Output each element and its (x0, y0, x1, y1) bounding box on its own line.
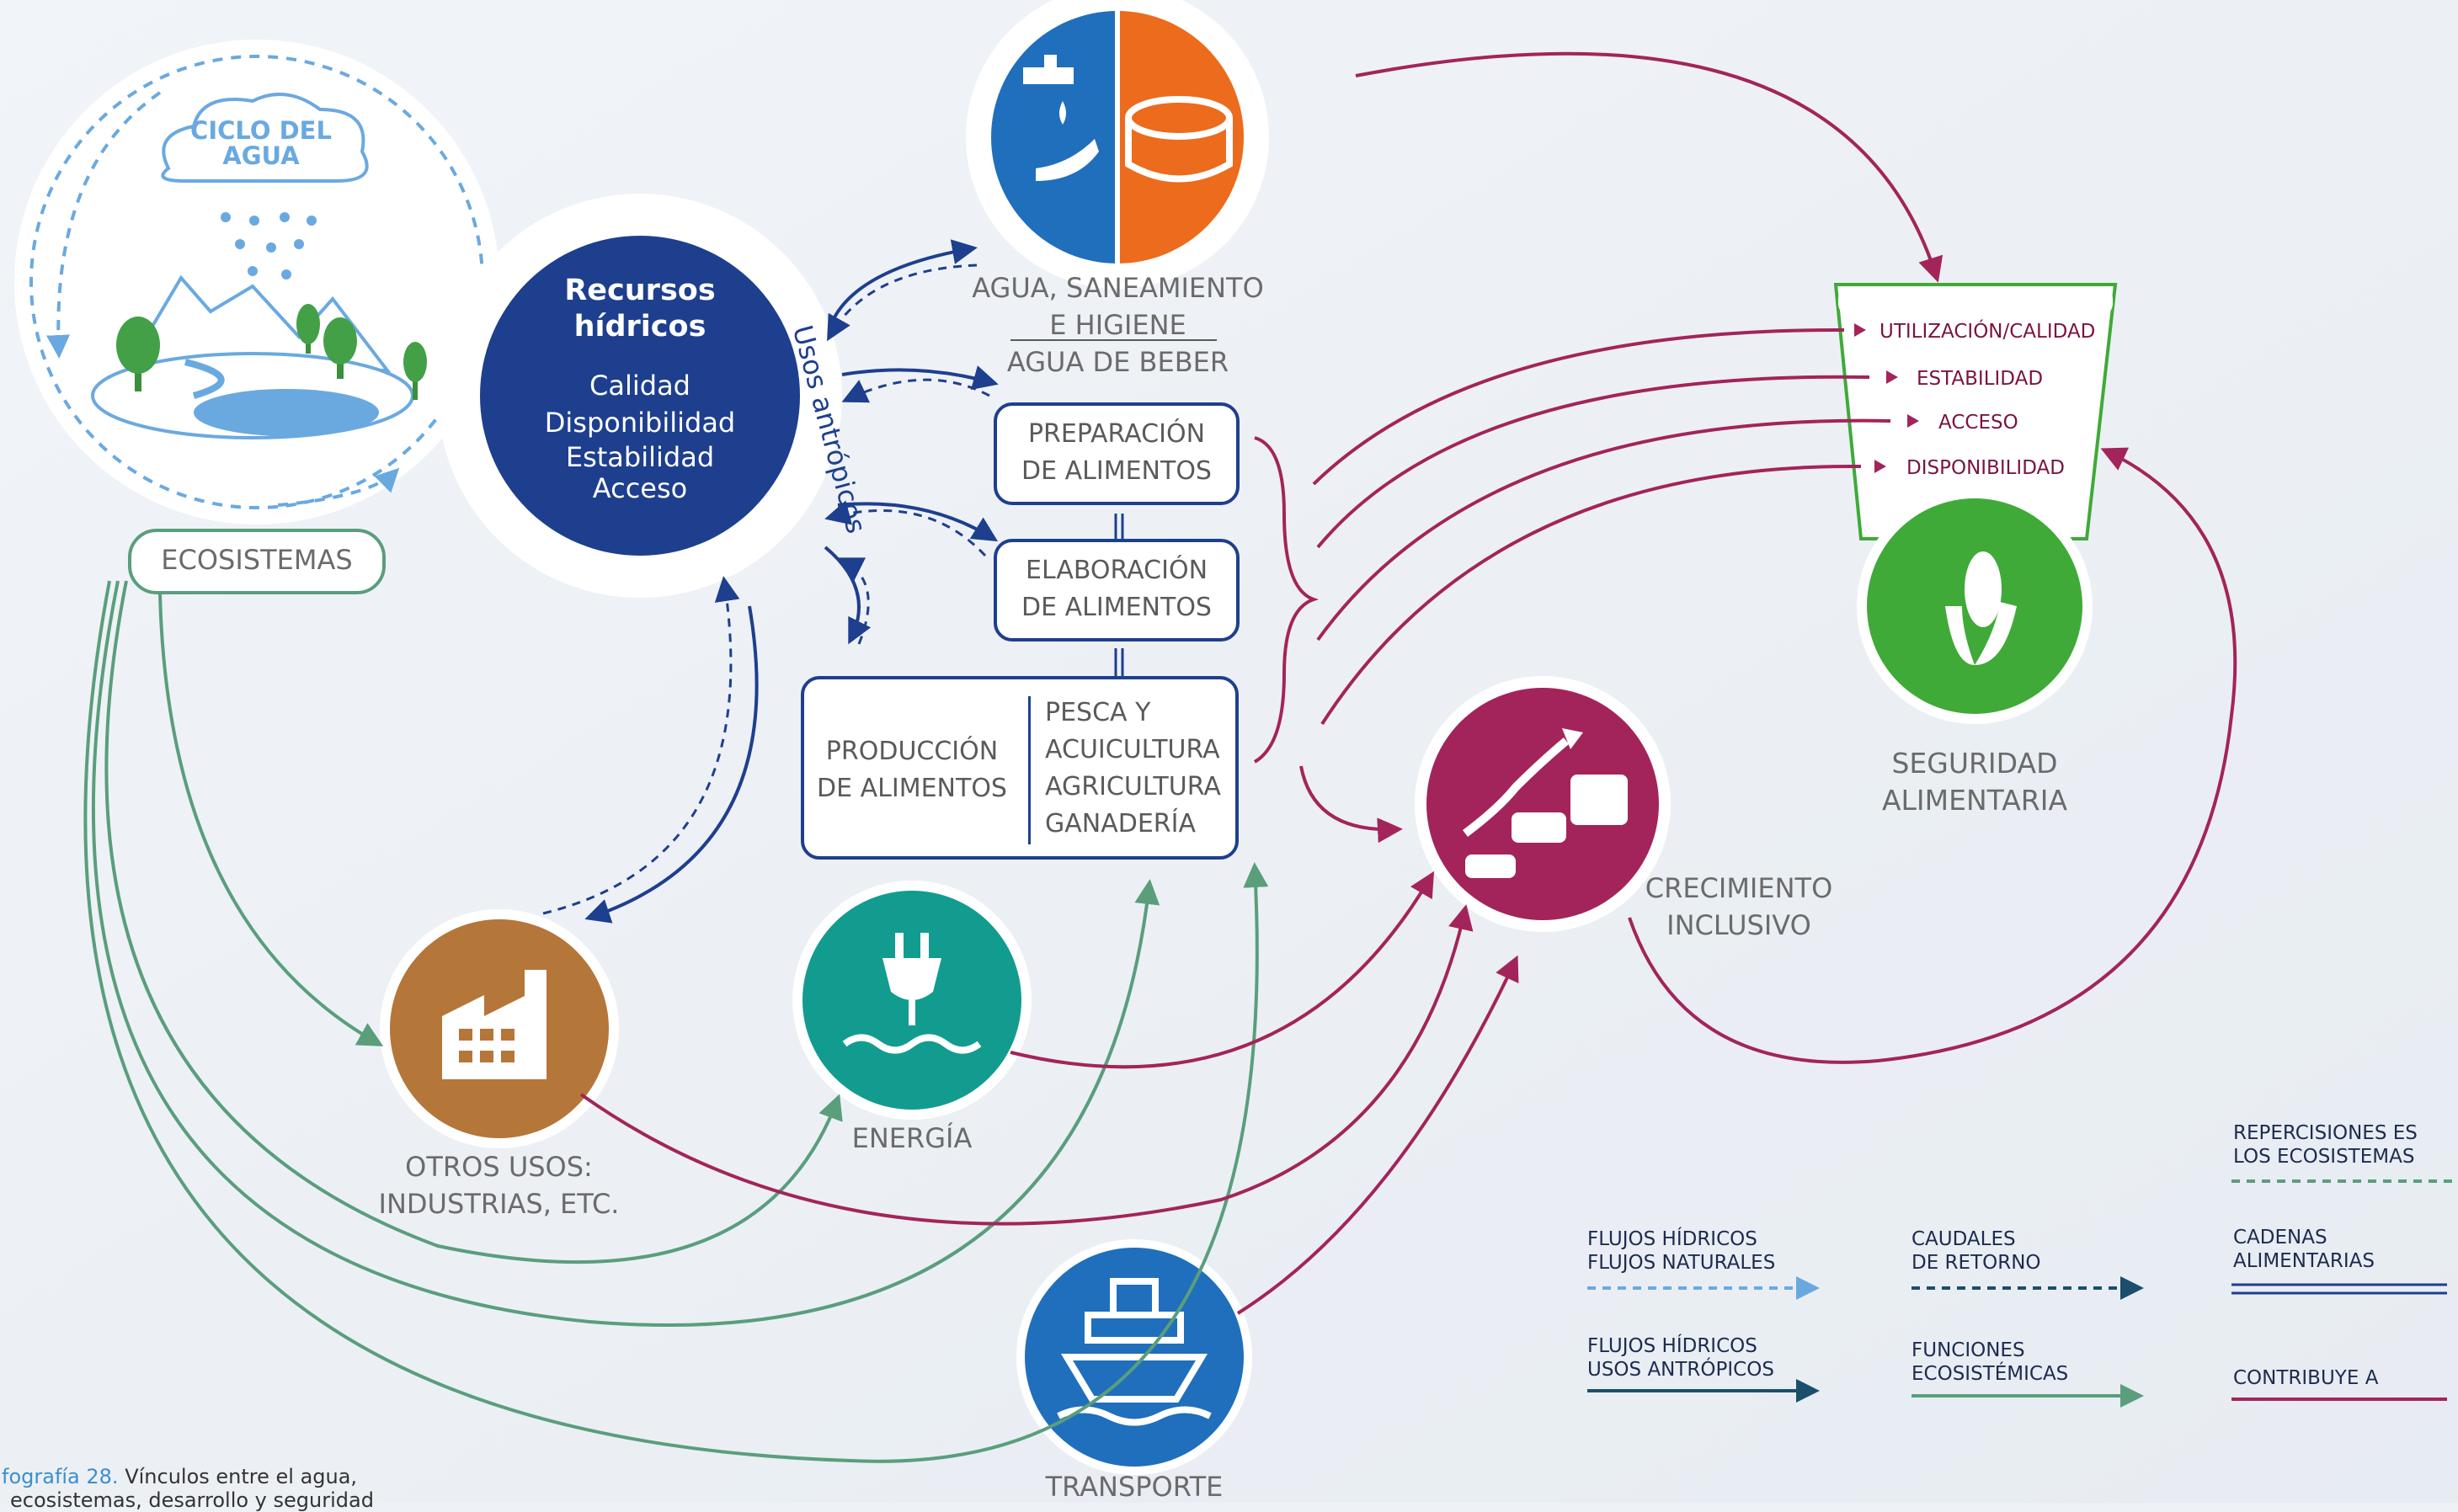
otros-line2: INDUSTRIAS, ETC. (378, 1188, 620, 1220)
legend-funciones-line1: FUNCIONES (1911, 1339, 2025, 1361)
otros-line1: OTROS USOS: (405, 1151, 593, 1183)
caption-line2: ecosistemas, desarrollo y seguridad (10, 1488, 374, 1512)
recursos-item-calidad: Calidad (589, 370, 690, 402)
produccion-sub-pesca: PESCA Y (1045, 698, 1151, 727)
produccion-label: PRODUCCIÓN DE ALIMENTOS (811, 733, 1013, 807)
food-chain-links (1114, 514, 1124, 678)
preparacion-box: PREPARACIÓN DE ALIMENTOS (994, 402, 1240, 505)
caption-prefix: fografía 28. (2, 1465, 119, 1488)
navy-flows (584, 239, 999, 924)
raindrop-icons (221, 212, 317, 280)
water-cycle-title: CICLO DEL AGUA (173, 118, 349, 168)
seguridad-markers (1854, 323, 1919, 473)
legend-repercusiones-line2: LOS ECOSISTEMAS (2233, 1146, 2415, 1168)
produccion-sub-agricultura: AGRICULTURA (1045, 772, 1221, 801)
factory-icon (442, 970, 547, 1079)
produccion-sub-ganaderia: GANADERÍA (1045, 809, 1197, 839)
legend-funciones: FUNCIONES ECOSISTÉMICAS (1911, 1339, 2068, 1386)
produccion-line2: DE ALIMENTOS (817, 774, 1007, 803)
ecosistemas-label: ECOSISTEMAS (161, 544, 353, 576)
legend-naturales-line1: FLUJOS HÍDRICOS (1587, 1228, 1757, 1250)
crimson-flows (579, 51, 2237, 1315)
recursos-hidricos-node (438, 194, 842, 598)
legend-funciones-line2: ECOSISTÉMICAS (1911, 1363, 2069, 1385)
elaboracion-line1: ELABORACIÓN (1025, 556, 1208, 585)
seguridad-item-estabilidad: ESTABILIDAD (1917, 368, 2044, 390)
legend-repercusiones: REPERCISIONES ES LOS ECOSISTEMAS (2233, 1121, 2418, 1169)
agua-line3: AGUA DE BEBER (1006, 346, 1229, 378)
recursos-item-disponibilidad: Disponibilidad (544, 407, 736, 439)
legend-cadenas-line2: ALIMENTARIAS (2233, 1250, 2375, 1272)
tree-icons (116, 304, 427, 400)
legend-naturales: FLUJOS HÍDRICOS FLUJOS NATURALES (1587, 1227, 1775, 1275)
legend-cadenas-line1: CADENAS (2233, 1227, 2327, 1248)
elaboracion-box: ELABORACIÓN DE ALIMENTOS (994, 539, 1240, 642)
caption-line1: Vínculos entre el agua, (125, 1465, 358, 1488)
seguridad-item-acceso: ACCESO (1938, 412, 2018, 434)
landscape-icon (91, 274, 414, 439)
energia-node (792, 881, 1032, 1120)
legend-antropicos-line2: USOS ANTRÓPICOS (1587, 1359, 1774, 1381)
recursos-item-acceso: Acceso (592, 472, 688, 504)
legend-cadenas: CADENAS ALIMENTARIAS (2233, 1226, 2375, 1273)
crecimiento-line2: INCLUSIVO (1666, 909, 1811, 941)
preparacion-label: PREPARACIÓN DE ALIMENTOS (997, 416, 1236, 490)
preparacion-line1: PREPARACIÓN (1027, 419, 1206, 449)
legend-contribuye: CONTRIBUYE A (2233, 1367, 2379, 1389)
produccion-sub: PESCA Y ACUICULTURA AGRICULTURA GANADERÍ… (1045, 695, 1230, 843)
ecosistemas-box (128, 529, 386, 594)
caption: fografía 28. Vínculos entre el agua, eco… (2, 1465, 374, 1512)
cycle-title-line1: CICLO DEL (190, 116, 332, 145)
recursos-title-line2: hídricos (573, 310, 706, 343)
legend-naturales-line2: FLUJOS NATURALES (1587, 1252, 1776, 1274)
legend-lines (1587, 1179, 2452, 1408)
cycle-title-line2: AGUA (222, 141, 300, 170)
green-flows (83, 580, 1269, 1463)
seguridad-label: SEGURIDAD ALIMENTARIA (1844, 745, 2105, 819)
legend-antropicos: FLUJOS HÍDRICOS USOS ANTRÓPICOS (1587, 1334, 1774, 1382)
otros-label: OTROS USOS: INDUSTRIAS, ETC. (354, 1148, 644, 1222)
produccion-divider (1028, 696, 1031, 844)
recursos-items: Calidad Disponibilidad Estabilidad Acces… (497, 367, 783, 503)
produccion-sub-acuicultura: ACUICULTURA (1045, 735, 1220, 764)
otros-usos-node (380, 909, 619, 1148)
agua-line1: AGUA, SANEAMIENTO (972, 272, 1264, 304)
seguridad-item-disponibilidad: DISPONIBILIDAD (1906, 457, 2065, 479)
agua-line2: E HIGIENE (1049, 309, 1186, 341)
legend-retorno: CAUDALES DE RETORNO (1911, 1227, 2041, 1275)
plug-icon (842, 933, 982, 1054)
water-sanitation-icon (966, 0, 1269, 289)
legend-retorno-line1: CAUDALES (1911, 1228, 2016, 1250)
transporte-label: TRANSPORTE (1045, 1471, 1224, 1503)
corn-icon (1945, 551, 2017, 665)
energia-label: ENERGÍA (851, 1122, 973, 1154)
seguridad-label-line1: SEGURIDAD (1891, 747, 2058, 780)
recursos-title: Recursos hídricos (497, 273, 783, 345)
crecimiento-line1: CRECIMIENTO (1645, 872, 1833, 904)
agua-label: AGUA, SANEAMIENTO E HIGIENE AGUA DE BEBE… (952, 269, 1284, 381)
produccion-line1: PRODUCCIÓN (825, 737, 999, 766)
crecimiento-label: CRECIMIENTO INCLUSIVO (1625, 870, 1853, 944)
return-flows (542, 264, 990, 915)
legend-antropicos-line1: FLUJOS HÍDRICOS (1587, 1335, 1757, 1357)
legend-retorno-line2: DE RETORNO (1911, 1252, 2041, 1274)
transporte-node (1016, 1239, 1252, 1475)
produccion-box: PRODUCCIÓN DE ALIMENTOS PESCA Y ACUICULT… (801, 676, 1239, 860)
recursos-item-estabilidad: Estabilidad (565, 441, 715, 473)
seguridad-item-utilizacion: UTILIZACIÓN/CALIDAD (1879, 321, 2096, 343)
legend-repercusiones-line1: REPERCISIONES ES (2233, 1122, 2418, 1144)
recursos-title-line1: Recursos (564, 274, 716, 307)
cloud-icon (161, 93, 369, 183)
seguridad-alimentaria-node (1833, 283, 2118, 724)
preparacion-line2: DE ALIMENTOS (1021, 456, 1212, 486)
elaboracion-line2: DE ALIMENTOS (1021, 593, 1212, 622)
seguridad-label-line2: ALIMENTARIA (1881, 784, 2068, 817)
elaboracion-label: ELABORACIÓN DE ALIMENTOS (997, 552, 1236, 626)
crecimiento-node (1415, 676, 1671, 932)
water-cycle (14, 40, 499, 524)
coins-growth-icon (1462, 728, 1628, 878)
